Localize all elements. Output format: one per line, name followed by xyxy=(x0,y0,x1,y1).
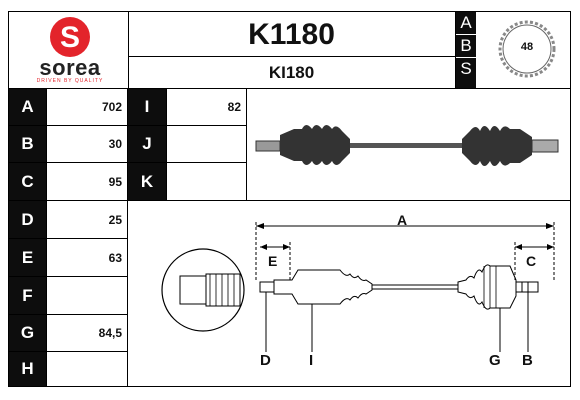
brand-tagline: DRIVEN BY QUALITY xyxy=(36,78,104,84)
table-divider xyxy=(46,88,47,387)
dimension-diagram: A E C D I G B xyxy=(150,204,566,384)
spec-label-i: I xyxy=(128,89,166,125)
spec-value-h xyxy=(47,352,127,386)
brand-logo: S sorea DRIVEN BY QUALITY xyxy=(18,15,122,85)
spec-value-e: 63 xyxy=(108,250,122,265)
spec-value-b: 30 xyxy=(108,137,122,151)
header-divider xyxy=(8,88,571,89)
abs-letter-a: A xyxy=(460,13,472,32)
spec-label-c: C xyxy=(9,163,46,200)
abs-teeth-count: 48 xyxy=(520,41,534,53)
abs-letter-s: S xyxy=(456,57,476,80)
gear-icon xyxy=(498,20,556,78)
spec-sheet-frame xyxy=(8,11,571,387)
sorea-logo-icon: S xyxy=(50,17,90,57)
callout-label-b: B xyxy=(522,352,533,369)
spec-value-j xyxy=(167,126,246,162)
callout-label-g: G xyxy=(489,352,501,369)
abs-letter-b: B xyxy=(456,34,476,57)
spec-value-k xyxy=(167,163,246,200)
spec-value-g: 84,5 xyxy=(98,326,122,340)
svg-text:S: S xyxy=(60,21,80,54)
spec-label-j: J xyxy=(128,126,166,162)
spec-label-e: E xyxy=(9,239,46,276)
table-row-divider xyxy=(8,125,128,126)
spec-value-f xyxy=(47,277,127,314)
table-row-divider xyxy=(128,125,246,126)
spec-label-g: G xyxy=(9,315,46,351)
table-divider xyxy=(127,88,128,387)
drive-shaft-photo xyxy=(250,95,566,195)
dimension-label-a: A xyxy=(397,212,408,228)
table-divider xyxy=(166,88,167,200)
abs-ring-gear: 48 xyxy=(495,17,559,81)
callout-label-i: I xyxy=(309,352,314,369)
reference-number: KI180 xyxy=(268,63,315,82)
table-row-divider xyxy=(128,162,246,163)
callout-label-d: D xyxy=(260,352,271,369)
header-divider xyxy=(128,56,455,57)
drive-shaft-icon xyxy=(255,125,559,166)
technical-drawing xyxy=(161,222,555,352)
abs-column: A B S xyxy=(456,12,476,88)
table-row-divider xyxy=(8,238,128,239)
table-row-divider xyxy=(8,162,128,163)
header-divider xyxy=(128,11,129,88)
spec-label-b: B xyxy=(9,126,46,162)
dimension-label-e: E xyxy=(268,253,278,269)
brand-name: sorea xyxy=(39,55,101,80)
table-row-divider xyxy=(8,314,128,315)
spec-label-k: K xyxy=(128,163,166,200)
spec-label-h: H xyxy=(9,352,46,386)
part-number: K1180 xyxy=(248,18,335,51)
spec-value-c: 95 xyxy=(108,174,122,189)
table-row-divider xyxy=(8,200,571,201)
spec-label-d: D xyxy=(9,201,46,238)
header-divider xyxy=(455,11,456,88)
table-row-divider xyxy=(8,351,128,352)
spec-label-f: F xyxy=(9,277,46,314)
dimension-label-c: C xyxy=(526,253,537,269)
spec-value-d: 25 xyxy=(108,212,122,227)
table-divider xyxy=(246,88,247,200)
spec-value-i: 82 xyxy=(227,100,241,114)
spec-value-a: 702 xyxy=(101,100,122,114)
table-row-divider xyxy=(8,276,128,277)
spec-label-a: A xyxy=(9,89,46,125)
